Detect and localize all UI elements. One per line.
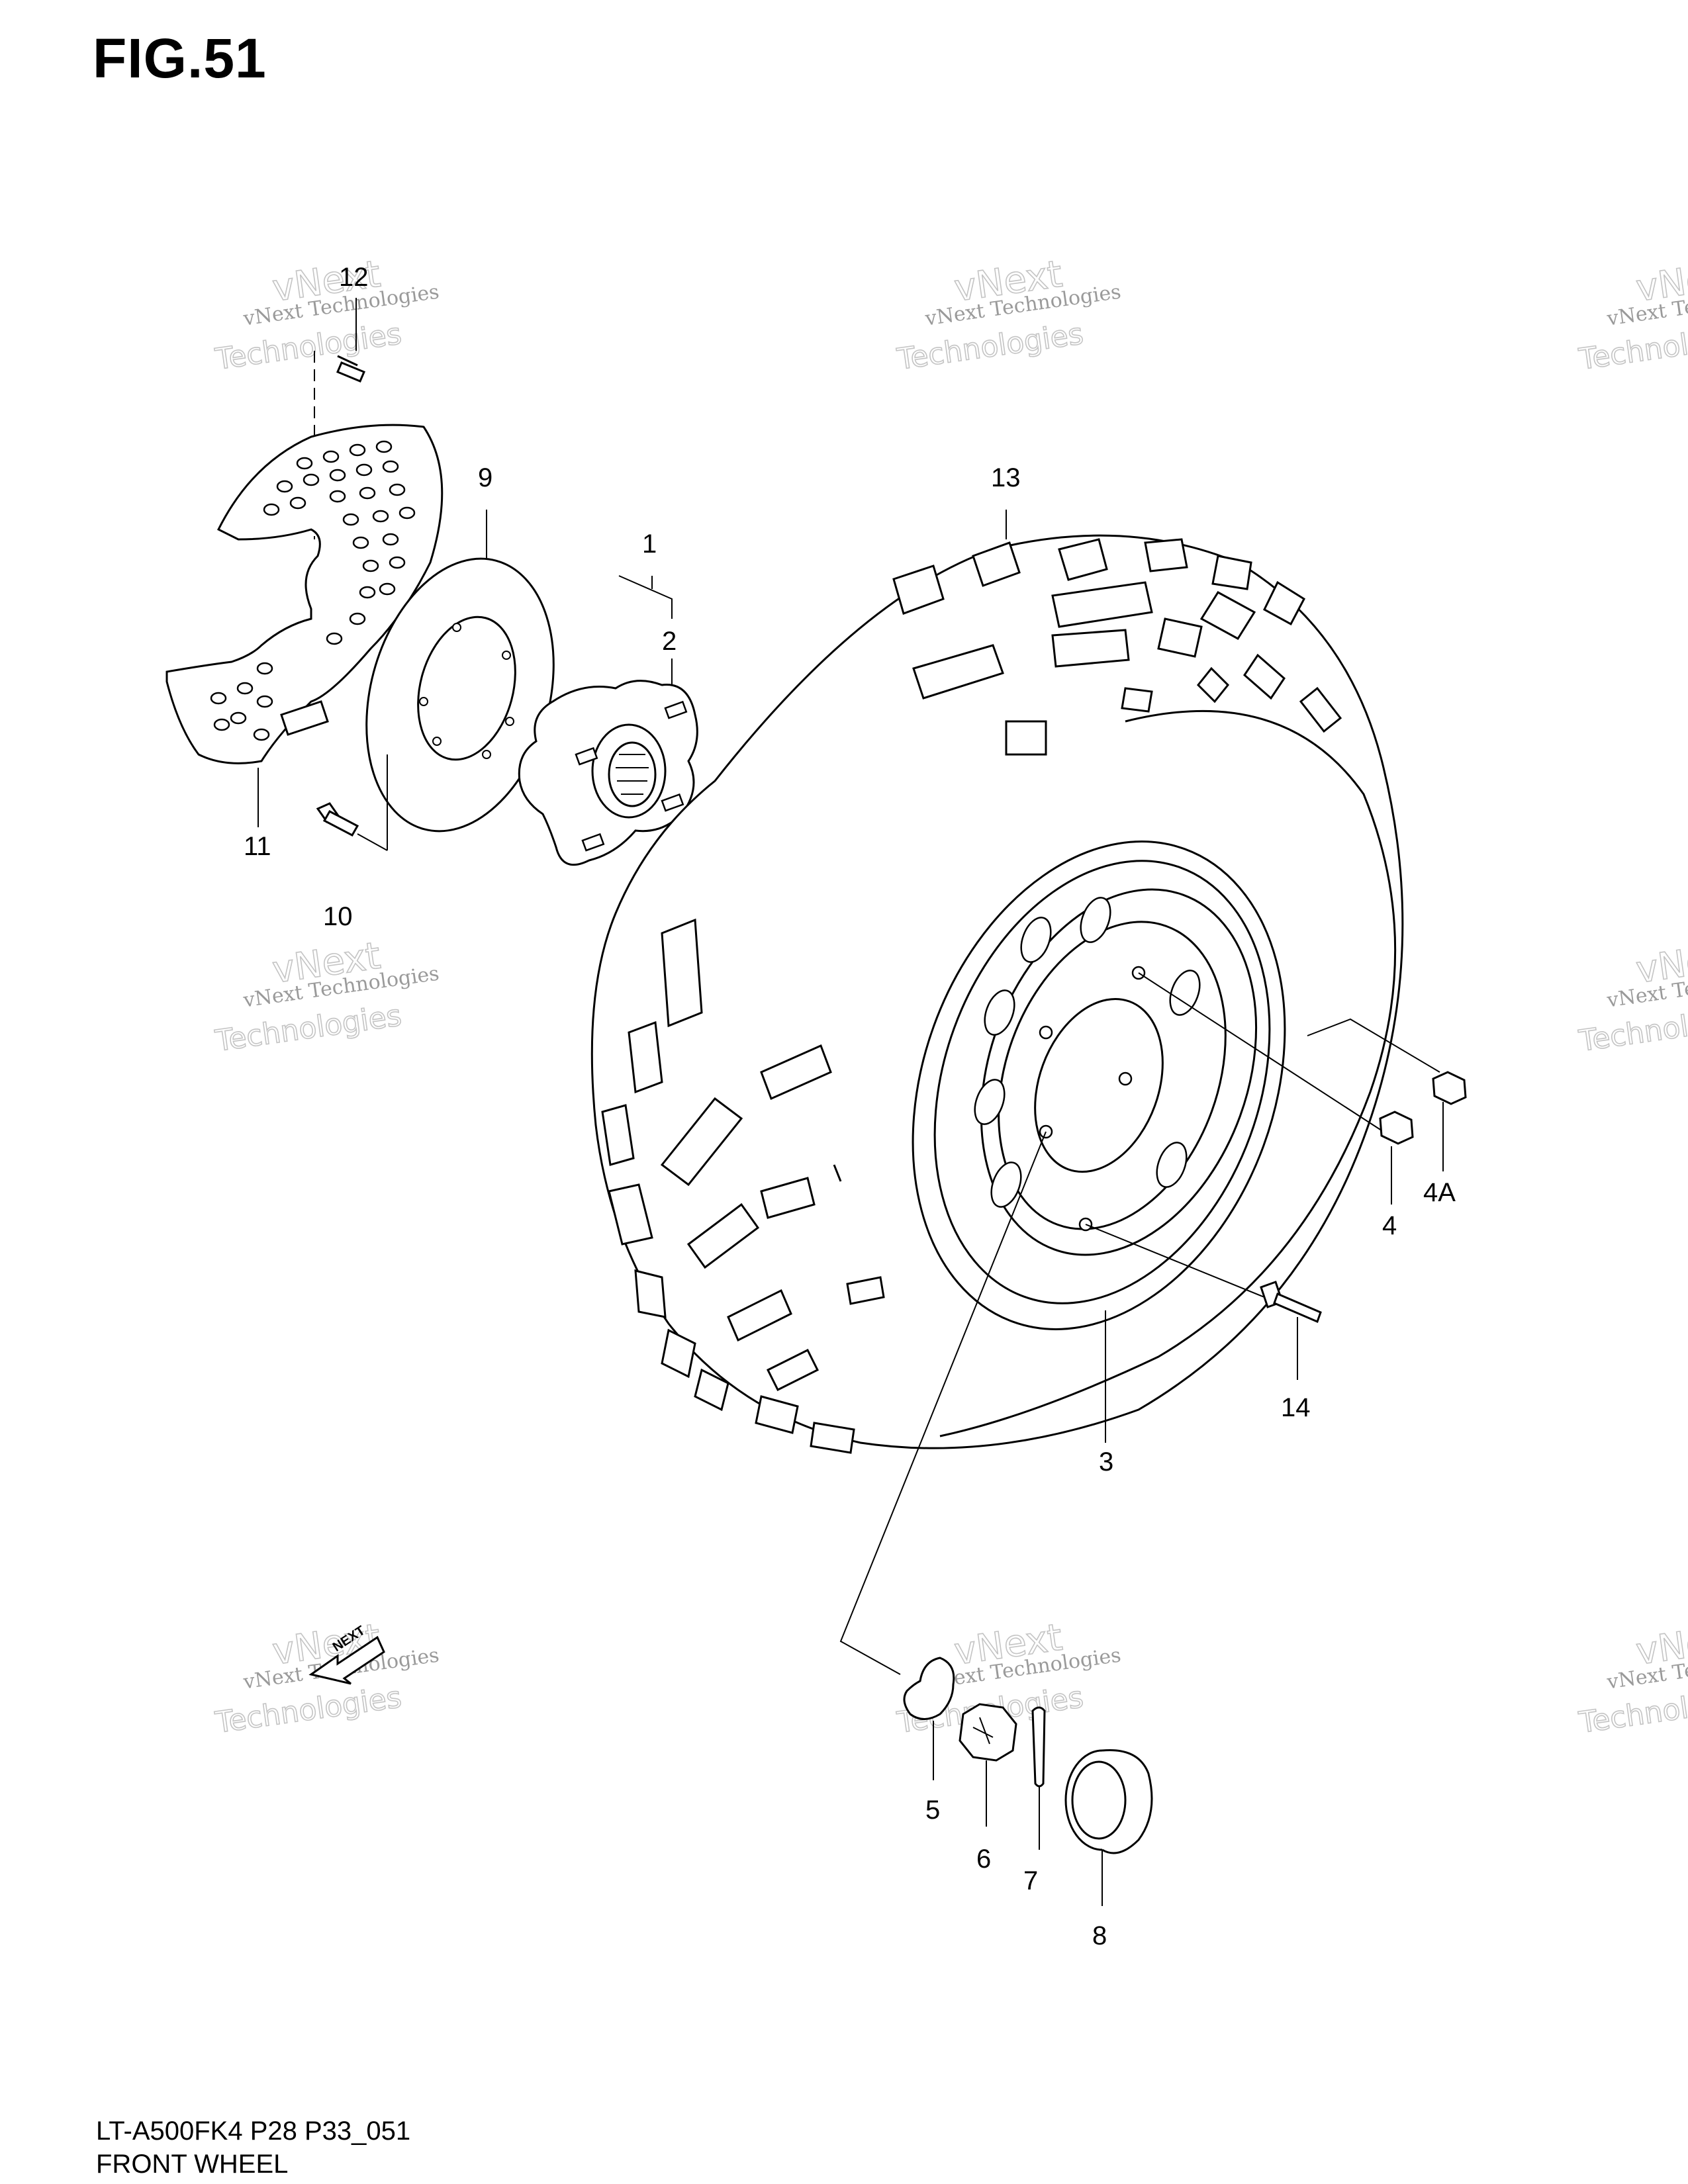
figure-title: FIG.51	[93, 27, 267, 89]
callout-14: 14	[1281, 1393, 1311, 1422]
callout-labels: 12 9 1 2 13 11 10 4 4A 14 3 5 6 7 8	[244, 263, 1456, 1950]
callout-4: 4	[1382, 1211, 1397, 1240]
callout-9: 9	[478, 463, 492, 492]
drawing-code: LT-A500FK4 P28 P33_051	[96, 2116, 411, 2146]
callout-4a: 4A	[1423, 1178, 1456, 1207]
callout-3: 3	[1099, 1447, 1113, 1477]
callout-8: 8	[1092, 1921, 1107, 1950]
callout-7: 7	[1023, 1866, 1038, 1895]
callout-12: 12	[339, 263, 369, 292]
callout-13: 13	[991, 463, 1021, 492]
part-1-2-wheel-hub	[518, 575, 698, 866]
callout-2: 2	[662, 627, 677, 656]
watermark-word: Technologies	[213, 1680, 404, 1740]
watermark-word: Technologies	[213, 999, 404, 1058]
part-5-8-hub-hardware	[839, 1131, 1153, 1906]
callout-6: 6	[976, 1844, 991, 1874]
callout-1: 1	[642, 529, 657, 559]
part-11-disc-cover	[165, 424, 444, 827]
part-3-wheel-rim	[912, 841, 1286, 1443]
watermark-word: Technologies	[895, 317, 1086, 377]
drawing-name: FRONT WHEEL	[96, 2150, 289, 2179]
part-14-valve-stem	[1085, 1224, 1322, 1380]
part-4-4a-nuts	[1138, 972, 1467, 1205]
watermark-word: Technologies	[213, 317, 404, 377]
callout-11: 11	[244, 832, 271, 861]
callout-5: 5	[925, 1796, 940, 1825]
part-9-brake-disc	[365, 510, 555, 833]
callout-10: 10	[323, 902, 353, 931]
part-10-bolt	[316, 754, 388, 851]
